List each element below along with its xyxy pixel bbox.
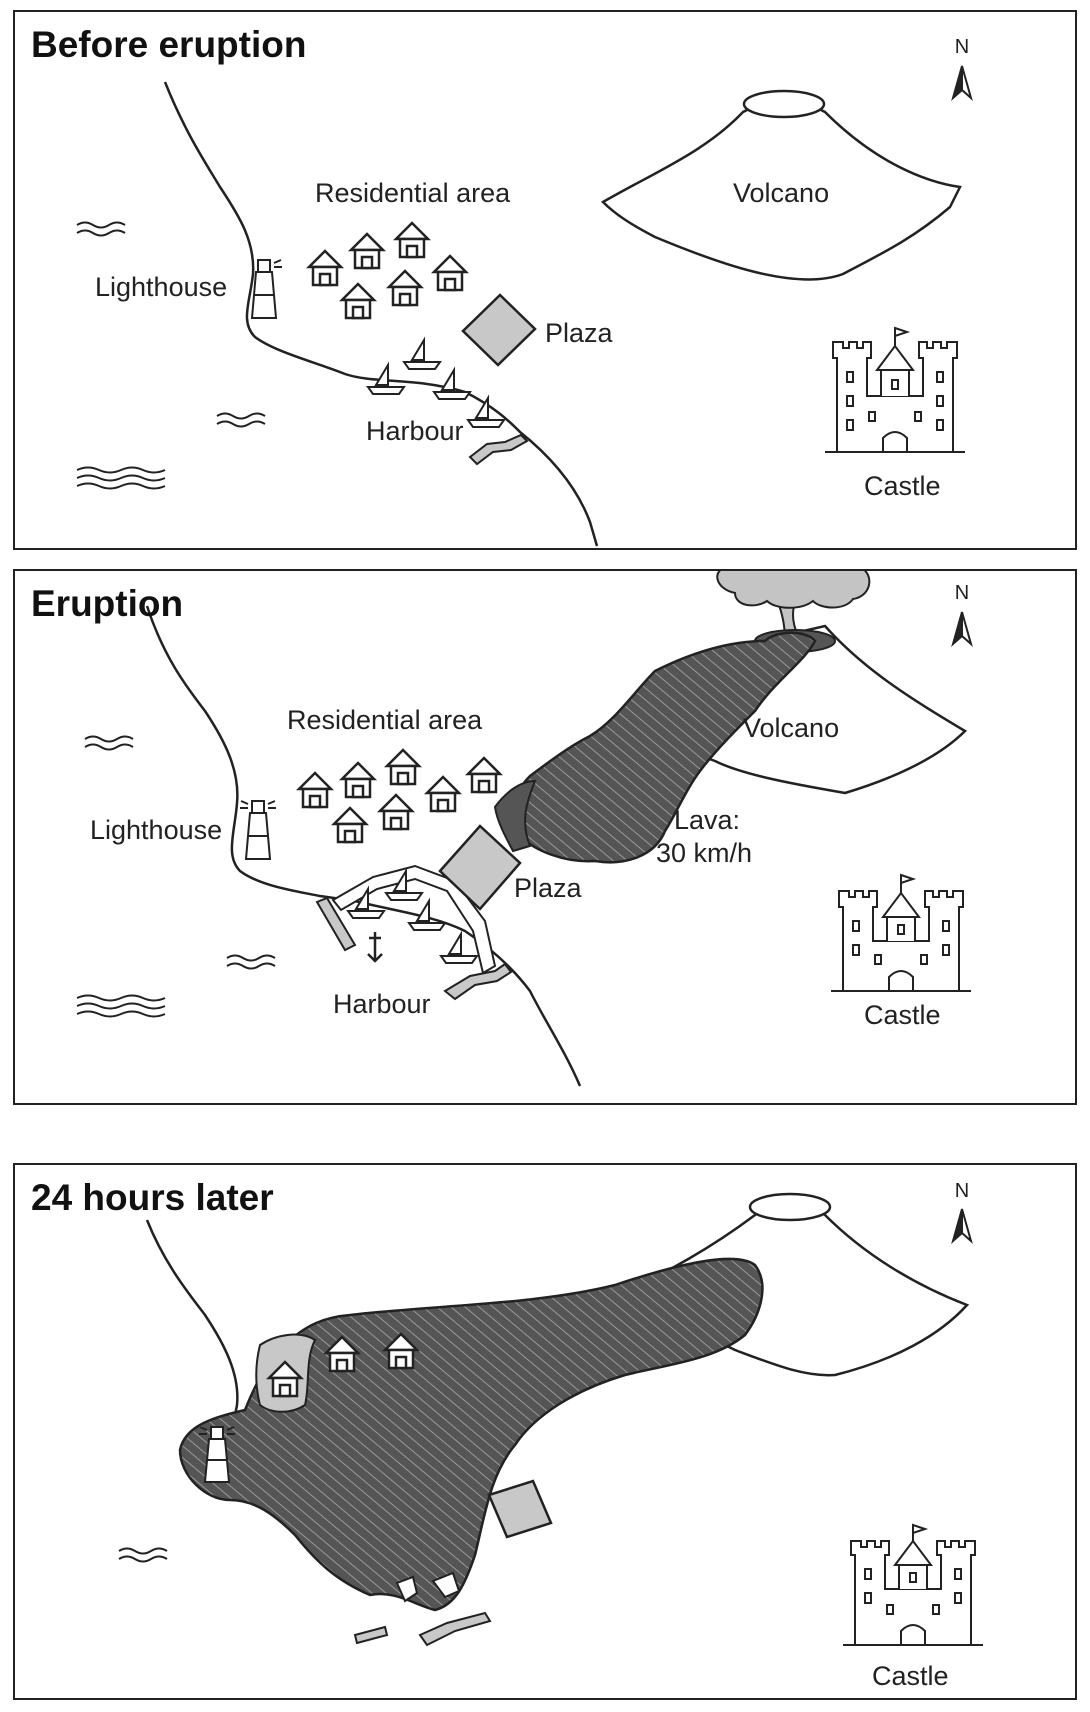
castle-icon — [843, 1523, 983, 1646]
lighthouse-icon — [240, 800, 276, 860]
map-before-eruption: N Residential area Volcano Lighthouse Pl… — [76, 36, 973, 547]
harbour-pier-west — [315, 896, 357, 952]
north-arrow-icon — [951, 611, 973, 648]
harbour-remains — [353, 1611, 492, 1647]
north-label: N — [955, 582, 969, 604]
map-panel-eruption: N Residential area Volcano Lighthouse Pl… — [13, 569, 1077, 1105]
harbour-pier — [468, 433, 529, 466]
north-arrow-icon — [951, 65, 973, 102]
lava-covered-area — [178, 1257, 764, 1612]
plaza — [487, 1479, 553, 1539]
panel-title: Eruption — [31, 583, 184, 624]
residential-area-label: Residential area — [315, 178, 511, 208]
map-panel-24-hours-later: N Castle 24 hours later — [13, 1163, 1077, 1700]
lava-speed-label: 30 km/h — [656, 838, 752, 868]
lava-label: Lava: — [674, 805, 740, 835]
north-arrow-icon — [951, 1208, 973, 1245]
castle-label: Castle — [864, 1000, 941, 1030]
harbour-pier-east — [443, 962, 513, 1001]
map-24-hours-later: N Castle — [118, 1180, 983, 1691]
lighthouse-icon — [199, 1426, 235, 1483]
lighthouse-label: Lighthouse — [90, 815, 222, 845]
panel-title: Before eruption — [31, 24, 307, 65]
residential-area-label: Residential area — [287, 705, 483, 735]
harbour-label: Harbour — [366, 416, 464, 446]
castle-label: Castle — [872, 1661, 949, 1691]
anchor-icon — [367, 932, 383, 963]
map-panel-before-eruption: N Residential area Volcano Lighthouse Pl… — [13, 10, 1077, 550]
plaza-label: Plaza — [514, 873, 583, 903]
sea-waves — [118, 1547, 168, 1563]
volcano-label: Volcano — [733, 178, 829, 208]
house-icons — [265, 1332, 421, 1398]
boat-icons — [366, 336, 506, 428]
plaza-label: Plaza — [545, 318, 614, 348]
castle-icon — [825, 326, 965, 453]
volcano-icon — [600, 89, 962, 281]
coastline — [163, 81, 599, 547]
house-icons — [295, 748, 504, 844]
plaza — [461, 293, 537, 367]
map-eruption: N Residential area Volcano Lighthouse Pl… — [76, 571, 973, 1087]
harbour-label: Harbour — [333, 989, 431, 1019]
lighthouse-label: Lighthouse — [95, 272, 227, 302]
boat-wreck-icons — [395, 1571, 461, 1603]
lava-flow — [514, 631, 817, 864]
panel-title: 24 hours later — [31, 1177, 274, 1218]
north-label: N — [955, 1180, 969, 1202]
volcano-label: Volcano — [743, 713, 839, 743]
sea-waves — [76, 735, 276, 1018]
coastline — [145, 605, 582, 1087]
castle-label: Castle — [864, 471, 941, 501]
lighthouse-icon — [250, 259, 282, 319]
boat-icons — [346, 867, 479, 964]
lava-front — [493, 779, 537, 853]
house-icons — [305, 221, 470, 320]
plaza — [438, 824, 522, 911]
north-label: N — [955, 36, 969, 58]
sea-waves — [76, 221, 266, 490]
castle-icon — [831, 873, 971, 992]
